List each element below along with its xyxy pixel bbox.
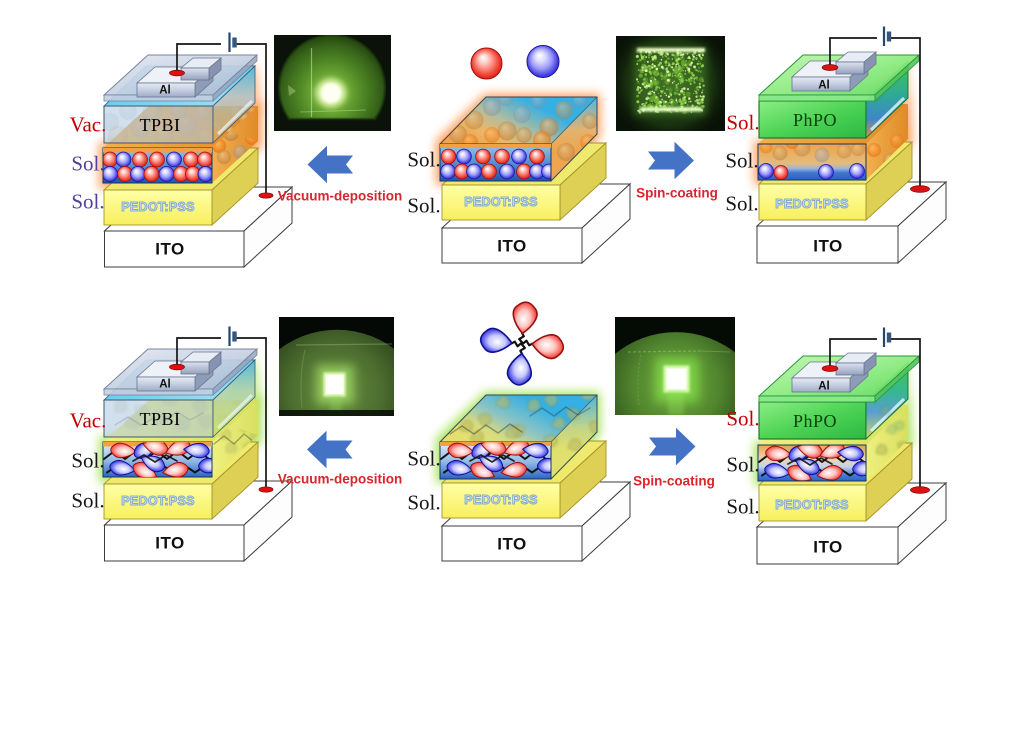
layer-label-pedot: PEDOT:PSS (464, 194, 538, 209)
device-stack-bottom-right (754, 327, 948, 566)
side-label-sol: Sol. (726, 406, 760, 431)
side-label-sol: Sol. (71, 448, 105, 473)
red-contact-icon (258, 486, 274, 493)
device-stack-bottom-left (99, 326, 294, 563)
layer-label-phpo: PhPO (792, 110, 838, 130)
orbital-molecule-icon (479, 301, 565, 386)
side-label-sol: Sol. (407, 490, 441, 515)
red-contact-icon (910, 486, 930, 494)
process-label-spin-coating: Spin-coating (636, 185, 718, 201)
emission-photo-bottom-right (615, 317, 735, 415)
layer-label-tpbi: TPBI (139, 115, 181, 135)
side-label-sol: Sol. (71, 488, 105, 513)
side-label-sol: Sol. (407, 147, 441, 172)
side-label-sol: Sol. (407, 193, 441, 218)
vacuum-deposition-arrow (307, 145, 353, 184)
circuit-wire (891, 338, 921, 487)
red-contact-icon (910, 185, 930, 193)
circuit-wire (829, 338, 877, 366)
spin-coating-arrow (648, 141, 694, 180)
layer-label-ito: ITO (813, 537, 843, 557)
device-stack-top-right (754, 26, 948, 265)
emission-photo-bottom-left (279, 317, 394, 416)
layer-label-al: Al (818, 79, 830, 92)
layer-label-pedot: PEDOT:PSS (464, 492, 538, 507)
tpbi-etl-box (103, 105, 214, 144)
red-blue-spheres-icon (470, 45, 560, 80)
layer-label-pedot: PEDOT:PSS (775, 196, 849, 211)
process-label-spin-coating: Spin-coating (633, 473, 715, 489)
layer-label-ito: ITO (497, 236, 527, 256)
side-label-sol: Sol. (725, 191, 759, 216)
circuit-wire (829, 37, 877, 65)
device-stack-top-left (99, 32, 294, 269)
circuit-wire (176, 43, 221, 71)
side-label-sol: Sol. (726, 110, 760, 135)
circuit-wire (236, 43, 267, 193)
circuit-wire (236, 337, 267, 487)
red-contact-icon (821, 365, 839, 372)
tpbi-etl-box (103, 399, 214, 438)
layer-label-al: Al (159, 84, 171, 97)
layer-label-ito: ITO (497, 534, 527, 554)
layer-label-ito: ITO (155, 239, 185, 259)
side-label-sol: Sol. (725, 148, 759, 173)
spin-coating-arrow (649, 427, 696, 466)
side-label-sol: Sol. (71, 151, 105, 176)
process-label-vacuum-deposition: Vacuum-deposition (277, 471, 403, 487)
layer-label-tpbi: TPBI (139, 409, 181, 429)
vacuum-deposition-arrow (307, 430, 353, 469)
layer-label-al: Al (159, 378, 171, 391)
circuit-wire (891, 37, 921, 186)
side-label-vac: Vac. (69, 408, 107, 433)
battery-icon (882, 26, 892, 46)
side-label-vac: Vac. (69, 112, 107, 137)
phpo-etl-box (758, 100, 867, 139)
device-stack-bottom-middle (436, 301, 632, 563)
battery-icon (228, 326, 237, 346)
device-stack-top-middle (436, 45, 632, 265)
side-label-sol: Sol. (71, 189, 105, 214)
layer-label-pedot: PEDOT:PSS (121, 493, 195, 508)
layer-label-pedot: PEDOT:PSS (121, 199, 195, 214)
battery-icon (228, 32, 237, 52)
red-contact-icon (258, 192, 274, 199)
red-contact-icon (169, 69, 185, 77)
layer-label-phpo: PhPO (792, 411, 838, 431)
emission-photo-top-middle (616, 36, 725, 131)
side-label-sol: Sol. (726, 452, 760, 477)
layer-label-ito: ITO (155, 533, 185, 553)
process-label-vacuum-deposition: Vacuum-deposition (277, 188, 403, 204)
battery-icon (882, 327, 892, 347)
layer-label-pedot: PEDOT:PSS (775, 497, 849, 512)
emission-photo-top-left (274, 35, 391, 131)
layer-label-al: Al (818, 380, 830, 393)
circuit-wire (176, 337, 221, 365)
layer-label-ito: ITO (813, 236, 843, 256)
side-label-sol: Sol. (407, 446, 441, 471)
red-contact-icon (169, 363, 185, 371)
side-label-sol: Sol. (726, 494, 760, 519)
red-contact-icon (821, 64, 839, 71)
